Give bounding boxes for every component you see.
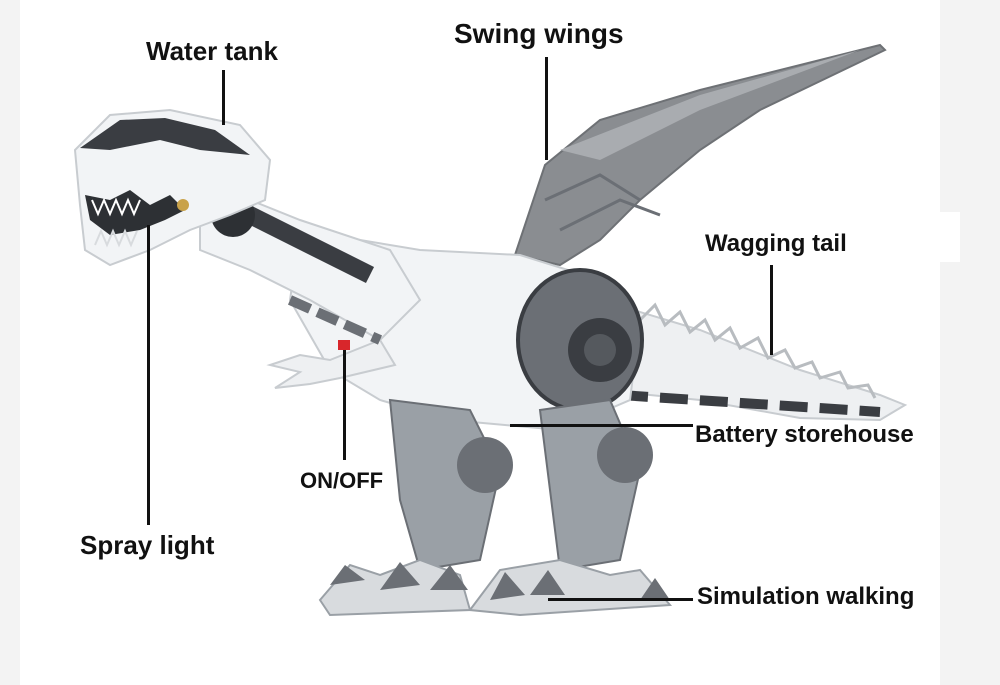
label-water-tank: Water tank: [146, 36, 278, 66]
label-spray-light: Spray light: [80, 530, 215, 560]
leader-simulation-walking: [548, 598, 693, 601]
on-off-switch: [338, 340, 350, 350]
legs: [318, 398, 673, 617]
wing: [513, 43, 887, 267]
label-battery-storehouse: Battery storehouse: [695, 421, 914, 448]
head: [73, 108, 272, 267]
leader-wagging-tail: [770, 265, 773, 355]
label-wagging-tail: Wagging tail: [705, 230, 847, 257]
label-on-off: ON/OFF: [300, 468, 384, 493]
leader-battery-storehouse: [510, 424, 693, 427]
label-swing-wings: Swing wings: [454, 18, 624, 49]
tail: [599, 298, 908, 422]
side-tab: [940, 212, 960, 262]
leader-on-off: [343, 350, 346, 460]
small-arm: [266, 338, 397, 389]
leader-swing-wings: [545, 57, 548, 160]
leader-water-tank: [222, 70, 225, 125]
leader-spray-light: [147, 225, 150, 525]
label-simulation-walking: Simulation walking: [697, 583, 915, 610]
